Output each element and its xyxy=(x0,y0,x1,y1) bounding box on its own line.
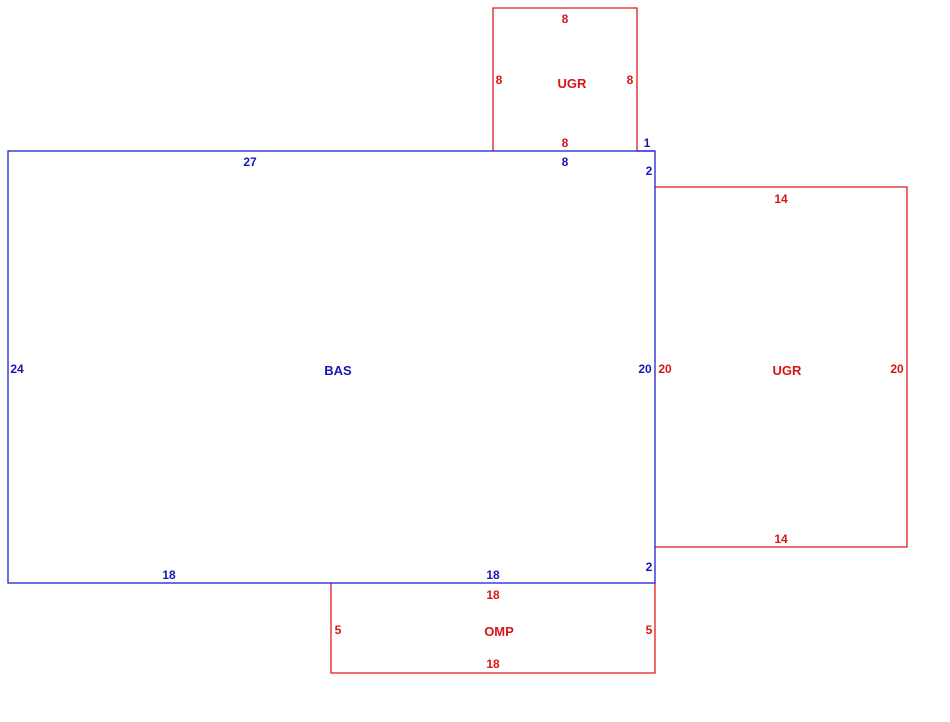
ugr-outline xyxy=(655,186,908,548)
ugr-label: UGR xyxy=(773,363,803,378)
ugr-top-dimension: 14 xyxy=(774,192,788,206)
bas-bottom-left-dimension: 18 xyxy=(162,568,176,582)
bas-right-top-dimension: 2 xyxy=(646,164,653,178)
bas-left-dimension: 24 xyxy=(10,362,24,376)
bas-corner-top-dimension: 1 xyxy=(644,136,651,150)
deck-label: UGR xyxy=(558,76,588,91)
omp-bottom-dimension: 18 xyxy=(486,657,500,671)
omp-left-dimension: 5 xyxy=(335,623,342,637)
deck-outline xyxy=(492,7,638,151)
deck-left-dimension: 8 xyxy=(496,73,503,87)
bas-right-dimension: 20 xyxy=(638,362,652,376)
ugr-right-dimension: 20 xyxy=(890,362,904,376)
omp-top-dimension: 18 xyxy=(486,588,500,602)
deck-top-dimension: 8 xyxy=(562,12,569,26)
bas-bottom-right-dimension: 18 xyxy=(486,568,500,582)
ugr-left-dimension: 20 xyxy=(658,362,672,376)
omp-label: OMP xyxy=(484,624,514,639)
deck-right-dimension: 8 xyxy=(627,73,634,87)
bas-area: BAS 27 8 1 2 20 2 18 18 24 xyxy=(7,136,656,584)
omp-right-dimension: 5 xyxy=(646,623,653,637)
omp-area: OMP 18 5 5 18 xyxy=(330,583,656,674)
bas-top-left-dimension: 27 xyxy=(243,155,257,169)
omp-outline xyxy=(330,583,656,674)
deck-bottom-dimension: 8 xyxy=(562,136,569,150)
bas-right-bottom-dimension: 2 xyxy=(646,560,653,574)
ugr-area: UGR 14 20 20 14 xyxy=(655,186,908,548)
ugr-bottom-dimension: 14 xyxy=(774,532,788,546)
bas-outline xyxy=(7,150,656,584)
deck-area: UGR 8 8 8 8 xyxy=(492,7,638,151)
bas-label: BAS xyxy=(324,363,352,378)
bas-top-right-dimension: 8 xyxy=(562,155,569,169)
